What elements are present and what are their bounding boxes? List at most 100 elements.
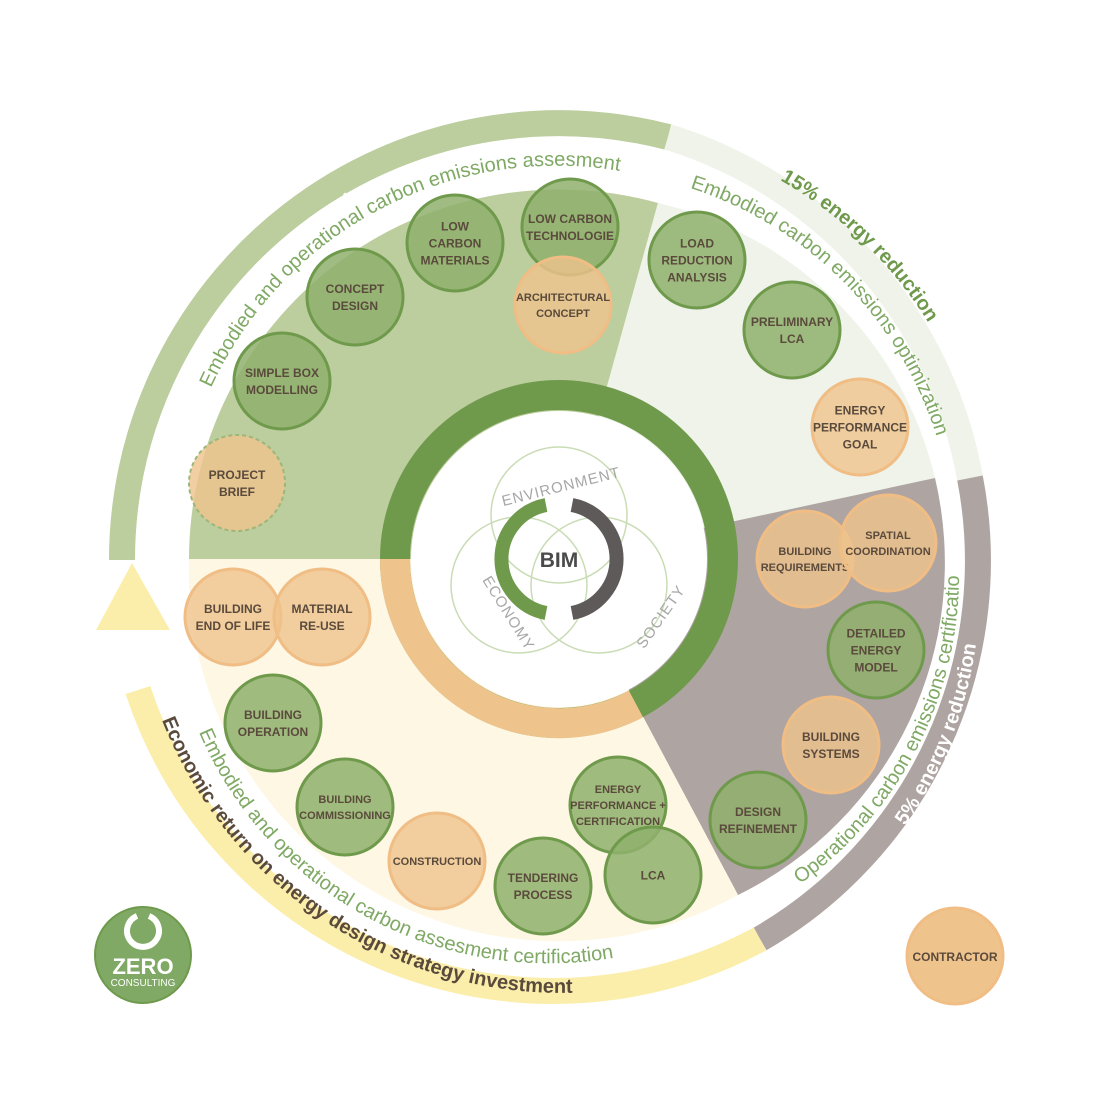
node-label: SYSTEMS [802, 747, 859, 761]
node-label: DESIGN [332, 299, 378, 313]
node-label: PERFORMANCE [813, 420, 907, 434]
node-building-systems: BUILDING SYSTEMS [781, 695, 881, 795]
node-circle [387, 811, 487, 911]
central-disc [411, 411, 707, 707]
node-label: OPERATION [238, 725, 308, 739]
node-building-requirements: BUILDING REQUIREMENTS [755, 509, 855, 609]
node-circle [232, 331, 332, 431]
node-circle [781, 695, 881, 795]
node-building-end-of-life: BUILDING END OF LIFE [183, 567, 283, 667]
venn-circle-environment [490, 446, 628, 584]
node-circle [603, 825, 703, 925]
node-label: PRELIMINARY [751, 315, 833, 329]
legend-contractor: CONTRACTOR [905, 906, 1005, 1006]
node-label: MATERIAL [291, 602, 352, 616]
node-label: LCA [780, 332, 805, 346]
node-circle [742, 280, 842, 380]
node-circle [708, 770, 808, 870]
node-label: LOW CARBON [528, 212, 612, 226]
logo-ring-icon [124, 913, 162, 950]
node-label: BUILDING [204, 602, 262, 616]
node-label: MATERIALS [420, 253, 489, 267]
node-circle [223, 673, 323, 773]
node-label: LOAD [680, 236, 714, 250]
node-energy-performance-goal: ENERGY PERFORMANCE GOAL [810, 377, 910, 477]
node-label: PERFORMANCE + [570, 800, 666, 812]
node-concept-design: CONCEPT DESIGN [305, 247, 405, 347]
node-label: MODEL [854, 660, 897, 674]
node-label: DETAILED [846, 626, 905, 640]
bim-label: BIM [540, 549, 579, 572]
node-label: SIMPLE BOX [245, 366, 319, 380]
node-label: PROJECT [209, 468, 266, 482]
node-circle [826, 600, 926, 700]
logo-title: ZERO [112, 954, 173, 979]
node-detailed-energy-model: DETAILED ENERGY MODEL [826, 600, 926, 700]
node-circle [405, 193, 505, 293]
node-circle [272, 567, 372, 667]
node-label: RE-USE [299, 619, 344, 633]
node-spatial-coordination: SPATIAL COORDINATION [838, 493, 938, 593]
node-label: ARCHITECTURAL [516, 292, 610, 304]
node-label: BRIEF [219, 485, 255, 499]
node-label: ENERGY [595, 784, 642, 796]
node-simple-box-modelling: SIMPLE BOX MODELLING [232, 331, 332, 431]
outer-ring-yellow-arc [125, 685, 767, 1004]
outer-ring-grey-arc [753, 475, 991, 951]
node-label: BUILDING [318, 794, 371, 806]
node-label: ENERGY [835, 403, 886, 417]
node-label: REQUIREMENTS [761, 562, 850, 574]
node-label: BUILDING [778, 546, 831, 558]
node-circle [838, 493, 938, 593]
zero-consulting-logo: ZERO CONSULTING [94, 906, 192, 1004]
node-label: BUILDING [802, 730, 860, 744]
logo-subtitle: CONSULTING [111, 978, 176, 989]
node-label: ENERGY [851, 643, 902, 657]
node-circle [513, 255, 613, 355]
central-ring-orange [379, 558, 644, 739]
node-label: CONCEPT [536, 308, 590, 320]
node-label: REFINEMENT [719, 822, 798, 836]
node-label: ANALYSIS [667, 270, 727, 284]
bim-ring-grey [570, 498, 624, 620]
node-label: GOAL [843, 437, 878, 451]
node-label: DESIGN [735, 805, 781, 819]
legend-contractor-label: CONTRACTOR [912, 950, 997, 964]
node-circle [810, 377, 910, 477]
process-nodes: LOW CARBON MATERIALS LOW CARBON TECHNOLOGIE A… [183, 177, 938, 936]
node-project-brief: PROJECT BRIEF [188, 434, 286, 532]
node-label: COORDINATION [845, 546, 930, 558]
node-label: MODELLING [246, 383, 318, 397]
node-label: LCA [641, 868, 666, 882]
node-label: CONSTRUCTION [393, 856, 482, 868]
outer-ring-green-arc [109, 110, 672, 561]
node-label: COMMISSIONING [299, 810, 391, 822]
node-preliminary-lca: PRELIMINARY LCA [742, 280, 842, 380]
node-building-commissioning: BUILDING COMMISSIONING [295, 757, 395, 857]
node-label: CONCEPT [326, 282, 385, 296]
node-low-carbon-technologie: LOW CARBON TECHNOLOGIE [520, 177, 620, 277]
node-low-carbon-materials: LOW CARBON MATERIALS [405, 193, 505, 293]
node-circle [647, 210, 747, 310]
node-circle [493, 836, 593, 936]
node-label: TENDERING [508, 871, 579, 885]
node-label: CARBON [429, 236, 482, 250]
node-label: TECHNOLOGIE [526, 229, 614, 243]
node-circle [755, 509, 855, 609]
node-label: LOW [441, 219, 470, 233]
node-circle [295, 757, 395, 857]
node-label: SPATIAL [865, 530, 911, 542]
node-label: END OF LIFE [196, 619, 271, 633]
node-construction: CONSTRUCTION [387, 811, 487, 911]
node-architectural-concept: ARCHITECTURAL CONCEPT [513, 255, 613, 355]
yellow-arrow-head [96, 563, 170, 630]
node-label: CERTIFICATION [576, 816, 660, 828]
node-circle [183, 567, 283, 667]
node-design-refinement: DESIGN REFINEMENT [708, 770, 808, 870]
bim-ring-green [494, 498, 548, 620]
node-circle [188, 434, 286, 532]
